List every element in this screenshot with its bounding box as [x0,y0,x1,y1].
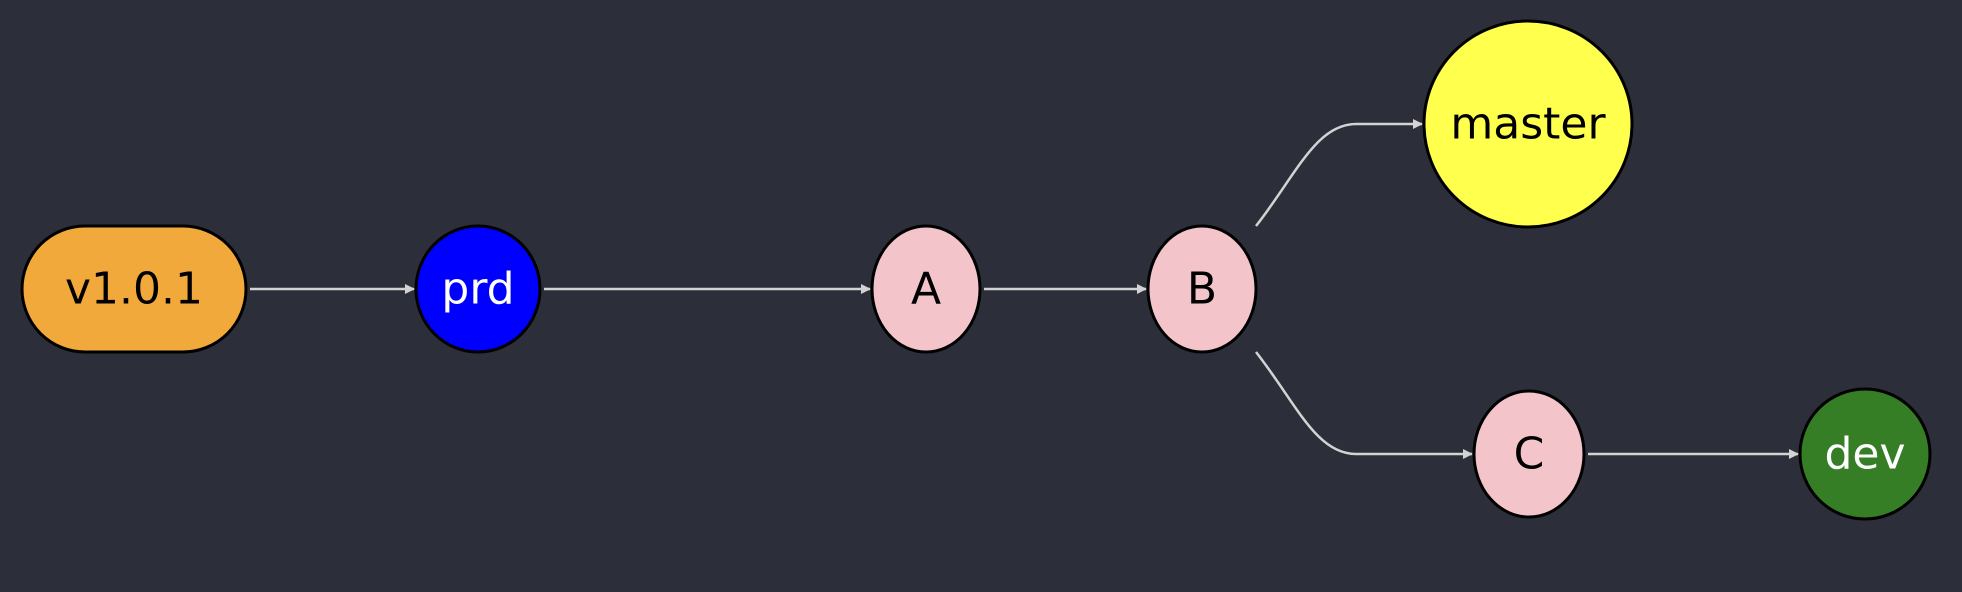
edge-B-to-master [1255,119,1423,227]
node-master[interactable]: master [1422,19,1634,229]
node-dev-shape [1798,387,1932,521]
node-A-label: A [911,264,941,315]
node-prd-label: prd [441,264,514,315]
node-C-label: C [1514,429,1545,480]
node-prd-shape [414,224,542,354]
node-v101-label: v1.0.1 [65,264,203,315]
node-dev-label: dev [1824,429,1905,480]
node-A[interactable]: A [870,224,982,354]
node-C[interactable]: C [1472,389,1586,519]
node-B-label: B [1187,264,1217,315]
node-prd[interactable]: prd [414,224,542,354]
node-A-shape [870,224,982,354]
node-v101-shape [20,224,248,354]
node-C-shape [1472,389,1586,519]
node-v101[interactable]: v1.0.1 [20,224,248,354]
node-master-label: master [1450,99,1606,150]
edge-B-to-C [1255,351,1473,459]
node-B[interactable]: B [1146,224,1258,354]
node-dev[interactable]: dev [1798,387,1932,521]
node-master-shape [1422,19,1634,229]
node-B-shape [1146,224,1258,354]
